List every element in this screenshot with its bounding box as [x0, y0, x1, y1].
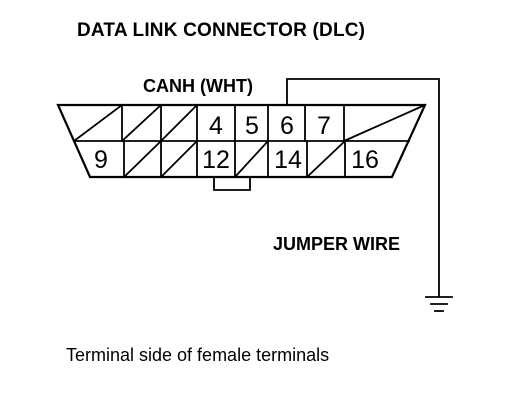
connector-outline: [56, 103, 427, 179]
pin-9-label: 9: [94, 146, 108, 174]
pin-12-label: 12: [202, 146, 230, 174]
bottom-row-dividers: [123, 140, 346, 178]
pin-5-label: 5: [245, 112, 259, 140]
pin-4-label: 4: [209, 112, 223, 140]
pin-16-label: 16: [351, 146, 379, 174]
connector-lock-tab: [213, 176, 251, 191]
top-row-dividers: [121, 104, 345, 142]
jumper-wire-label: JUMPER WIRE: [273, 234, 401, 254]
canh-wire-label: CANH (WHT): [143, 76, 253, 96]
pin-14-label: 14: [274, 146, 302, 174]
unused-pin-slashes-top: [72, 103, 427, 143]
caption: Terminal side of female terminals: [66, 345, 330, 365]
pin-6-label: 6: [280, 112, 294, 140]
pin-7-label: 7: [317, 112, 331, 140]
diagram-title: DATA LINK CONNECTOR (DLC): [77, 20, 366, 41]
ground-symbol-icon: [425, 296, 453, 312]
jumper-wire: [286, 78, 440, 297]
unused-pin-slashes-bottom: [122, 139, 347, 179]
